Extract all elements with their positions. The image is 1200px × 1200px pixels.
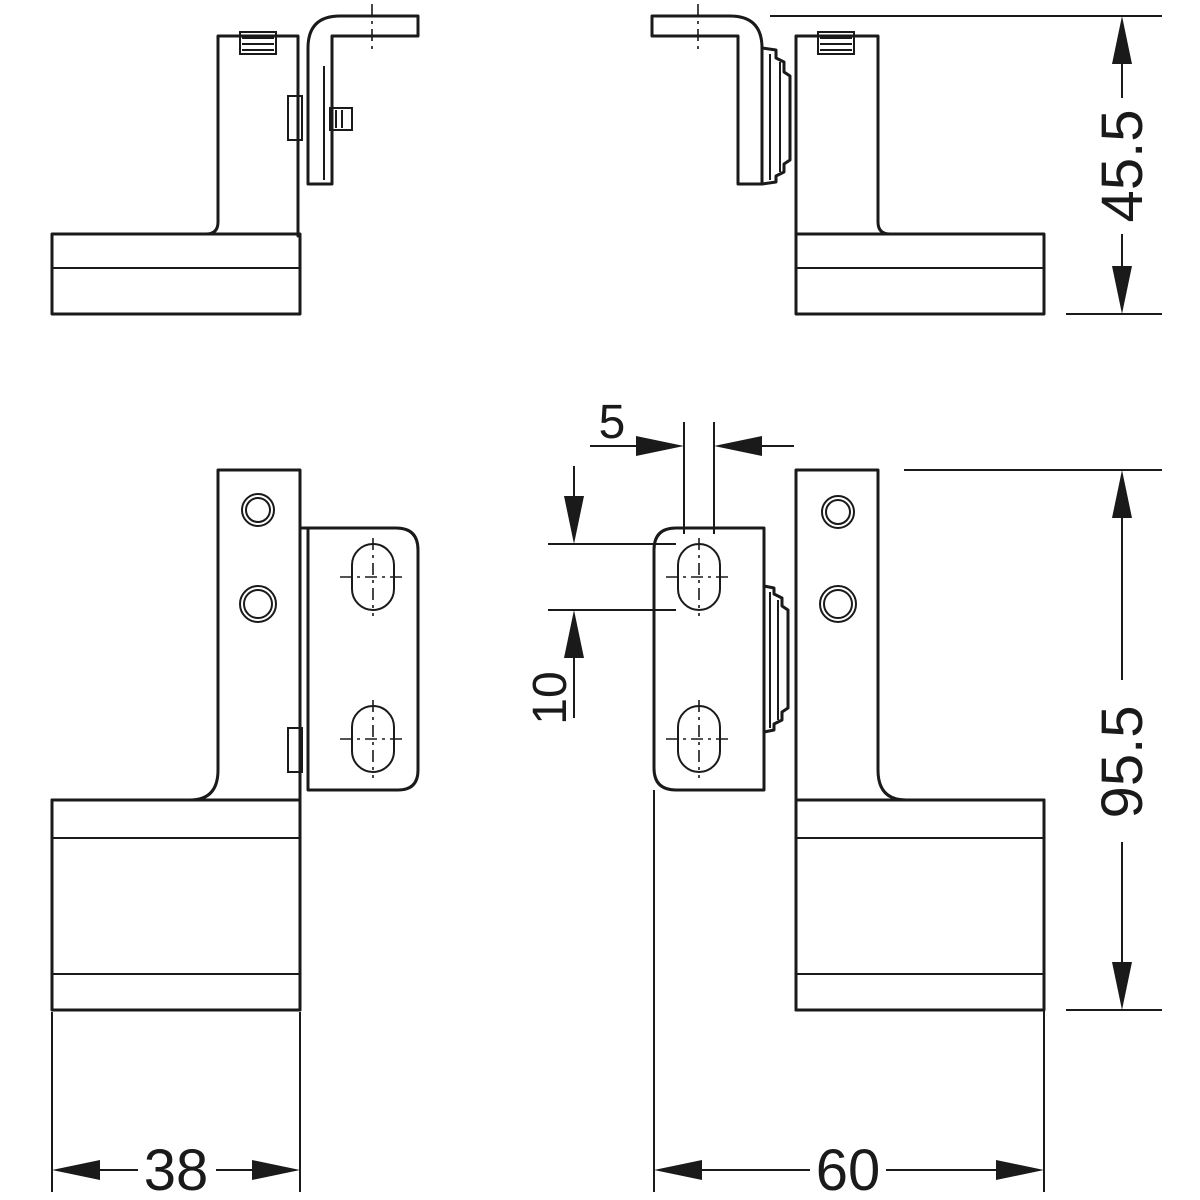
top-right-side-view bbox=[650, 4, 1162, 316]
dimension-height-bottom: 95.5 bbox=[1090, 470, 1155, 1010]
top-left-side-view bbox=[50, 4, 420, 316]
height-bottom-label: 95.5 bbox=[1090, 706, 1155, 819]
dimension-width-right: 60 bbox=[654, 1138, 1044, 1200]
dimension-width-left: 38 bbox=[51, 1012, 301, 1200]
dimension-slot-spacing: 10 bbox=[524, 466, 676, 725]
width-right-label: 60 bbox=[816, 1138, 881, 1200]
slot-spacing-label: 10 bbox=[524, 671, 577, 724]
slot-offset-label: 5 bbox=[599, 396, 626, 449]
bottom-right-front-view bbox=[652, 468, 1162, 1192]
height-top-label: 45.5 bbox=[1090, 110, 1155, 223]
bottom-left-front-view bbox=[50, 468, 420, 1012]
dimension-height-top: 45.5 bbox=[1090, 16, 1155, 314]
width-left-label: 38 bbox=[144, 1138, 209, 1200]
dimension-slot-offset: 5 bbox=[590, 396, 794, 534]
